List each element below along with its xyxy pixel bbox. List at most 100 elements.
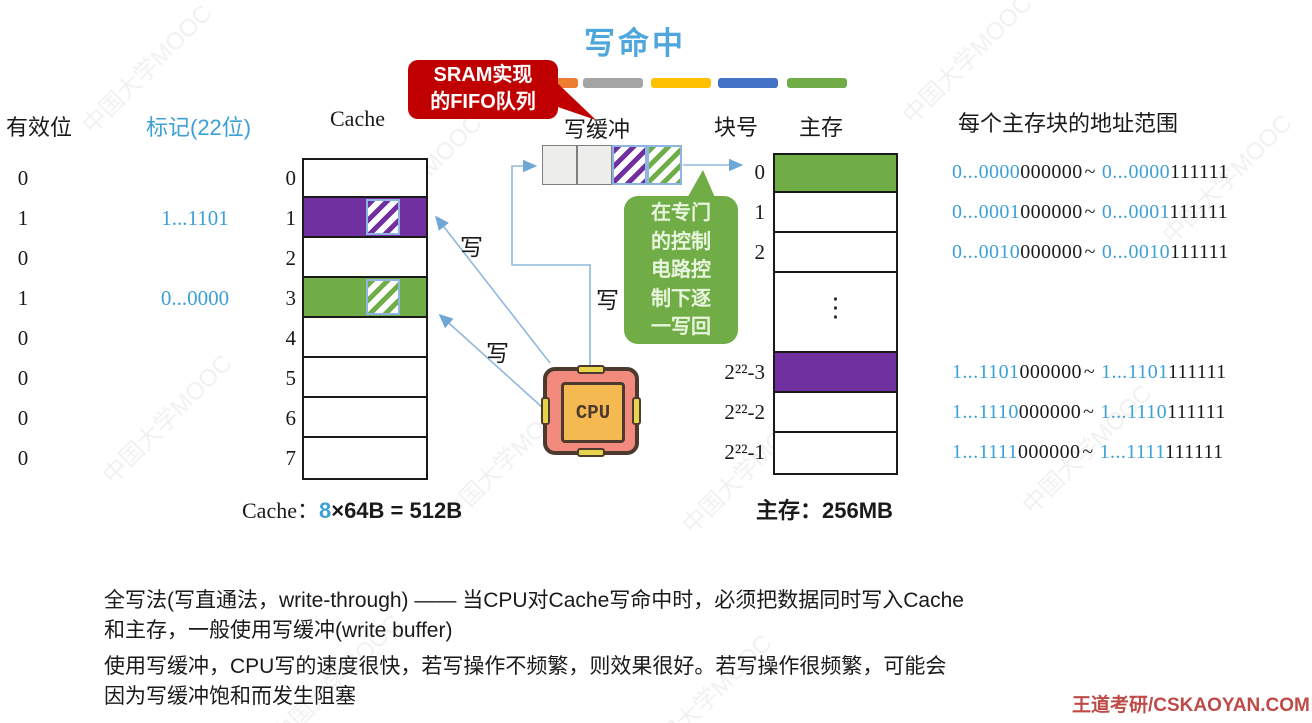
address-range-row: 0...0001000000~0...0001111111 [952,192,1228,232]
cpu-chip-icon: CPU [541,365,641,457]
addr-hi-off: 111111 [1170,241,1229,263]
cache-size-rest: ×64B = 512B [331,498,463,523]
memory-size-caption: 主存：256MB [756,493,893,525]
write-buffer-line1: 使用写缓冲，CPU写的速度很快，若写操作不频繁，则效果很好。若写操作很频繁，可能… [104,655,947,678]
cache-size-caption: Cache：8×64B = 512B [242,493,462,525]
addr-lo-off: 000000 [1017,441,1081,463]
background-watermark: 中国大学MOOC [97,349,238,490]
deco-bar-green [787,78,847,88]
writeback-callout-line3: 电路控 [651,259,711,281]
valid-bit-header: 有效位 [6,115,73,140]
cache-row-index: 5 [285,366,297,390]
cpu-label: CPU [561,382,625,443]
sram-callout-line1: SRAM实现 [433,64,533,86]
addr-lo-tag: 0...0001 [952,201,1021,223]
address-range-header: 每个主存块的地址范围 [958,111,1179,136]
addr-sep: ~ [1082,441,1094,463]
addr-lo-off: 000000 [1020,161,1083,183]
tag-value: 1...1101 [161,206,229,230]
address-range-row: 1...1101000000~1...1101111111 [952,352,1227,392]
memory-block-0 [775,155,896,193]
addr-lo-tag: 1...1111 [952,441,1018,463]
cache-row-index: 1 [285,206,297,230]
memory-block-number: 0 [754,160,766,184]
valid-bit-value: 0 [17,326,29,350]
sram-fifo-callout: SRAM实现 的FIFO队列 [408,60,558,119]
cache-line-2 [304,238,426,278]
address-range-row: 1...1110000000~1...1110111111 [952,392,1226,432]
addr-lo-off: 000000 [1019,361,1082,383]
addr-hi-tag: 1...1101 [1101,361,1168,383]
memory-ellipsis: ⋮ [822,293,849,322]
block-number-header: 块号 [714,115,759,140]
cache-line-0 [304,160,426,198]
memory-block-number: 2²²-3 [724,360,765,384]
writeback-callout-line1: 在专门 [651,202,711,224]
addr-sep: ~ [1084,241,1096,263]
addr-hi-tag: 0...0010 [1101,241,1171,263]
write-buffer-cell-empty [577,145,612,185]
main-memory-header: 主存 [799,115,844,140]
cpu-pin-icon [577,448,605,457]
deco-bar-gray [583,78,643,88]
cache-line-1 [304,198,426,238]
valid-bit-value: 1 [17,206,29,230]
addr-hi-tag: 0...0000 [1101,161,1171,183]
cpu-to-write-buffer-arrow [511,159,591,367]
deco-bar-blue [718,78,778,88]
cache-header: Cache [330,106,385,131]
main-memory-table: ⋮ [773,153,898,475]
cache-line-1-dirty-word [366,199,400,235]
write-buffer-cell-green [647,145,682,185]
valid-bit-value: 0 [17,246,29,270]
memory-size-value: 256MB [822,498,893,523]
cache-line-6 [304,398,426,438]
write-through-paragraph: 全写法(写直通法，write-through) —— 当CPU对Cache写命中… [104,586,964,646]
addr-lo-off: 000000 [1020,241,1083,263]
write-arrow-label: 写 [460,235,483,260]
cache-row-index: 7 [285,446,297,470]
memory-block-2 [775,233,896,273]
memory-block-number: 2 [754,240,766,264]
memory-ellipsis-block: ⋮ [775,273,896,353]
cache-line-4 [304,318,426,358]
addr-sep: ~ [1084,201,1096,223]
page-title: 写命中 [584,26,686,61]
brand-watermark: 王道考研/CSKAOYAN.COM [1072,695,1310,716]
writeback-callout: 在专门 的控制 电路控 制下逐 一写回 [624,196,738,344]
write-through-line1: 全写法(写直通法，write-through) —— 当CPU对Cache写命中… [104,589,964,612]
addr-lo-tag: 0...0000 [952,161,1021,183]
cache-line-5 [304,358,426,398]
addr-sep: ~ [1083,361,1096,383]
addr-hi-off: 111111 [1167,401,1226,423]
memory-size-prefix: 主存： [756,498,823,523]
memory-block-n3 [775,353,896,393]
cache-size-prefix: Cache： [242,498,319,523]
addr-hi-off: 111111 [1164,441,1224,463]
addr-lo-off: 000000 [1018,401,1082,423]
addr-lo-off: 000000 [1020,201,1083,223]
cache-row-index: 3 [285,286,297,310]
addr-sep: ~ [1083,401,1095,423]
tag-header: 标记(22位) [146,115,252,140]
addr-lo-tag: 0...0010 [952,241,1021,263]
addr-hi-tag: 1...1110 [1100,401,1168,423]
memory-block-n1 [775,433,896,471]
write-arrow-label: 写 [596,288,619,313]
valid-bit-value: 0 [17,366,29,390]
addr-hi-off: 111111 [1167,361,1227,383]
cpu-pin-icon [632,397,641,425]
cache-line-3-dirty-word [366,279,400,315]
writeback-callout-line2: 的控制 [651,230,711,253]
write-buffer-cell-empty [542,145,577,185]
cache-row-index: 4 [285,326,297,350]
write-arrow-label: 写 [486,341,509,366]
writeback-callout-line4: 制下逐 [651,287,711,310]
write-buffer-paragraph: 使用写缓冲，CPU写的速度很快，若写操作不频繁，则效果很好。若写操作很频繁，可能… [104,652,946,712]
address-range-row: 1...1111000000~1...1111111111 [952,432,1224,472]
cache-row-index: 0 [285,166,297,190]
cache-line-3 [304,278,426,318]
cache-row-index: 2 [285,246,297,270]
memory-block-number: 1 [754,200,766,224]
memory-block-1 [775,193,896,233]
